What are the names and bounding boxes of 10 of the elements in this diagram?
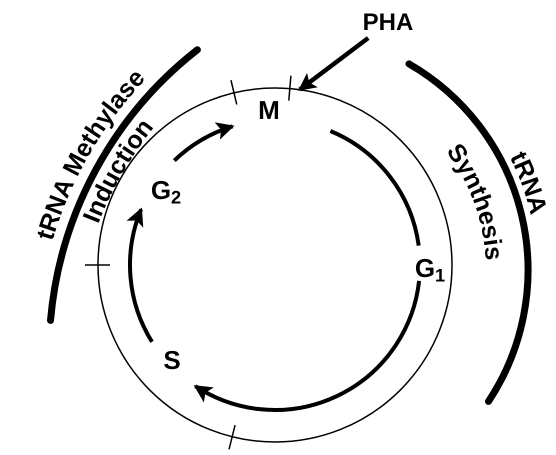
phase-label: M xyxy=(258,97,280,123)
curved-line xyxy=(330,129,421,246)
phase-label: G$_{2}$ xyxy=(150,177,182,203)
phase-label: G$_{1}$ xyxy=(414,255,446,281)
arrow xyxy=(298,36,370,92)
stimulus-label: PHA xyxy=(362,11,414,35)
curved-arrow xyxy=(173,123,234,162)
curved-arrow xyxy=(127,208,154,343)
phase-label: S xyxy=(163,347,181,373)
curved-arrow xyxy=(194,280,422,412)
